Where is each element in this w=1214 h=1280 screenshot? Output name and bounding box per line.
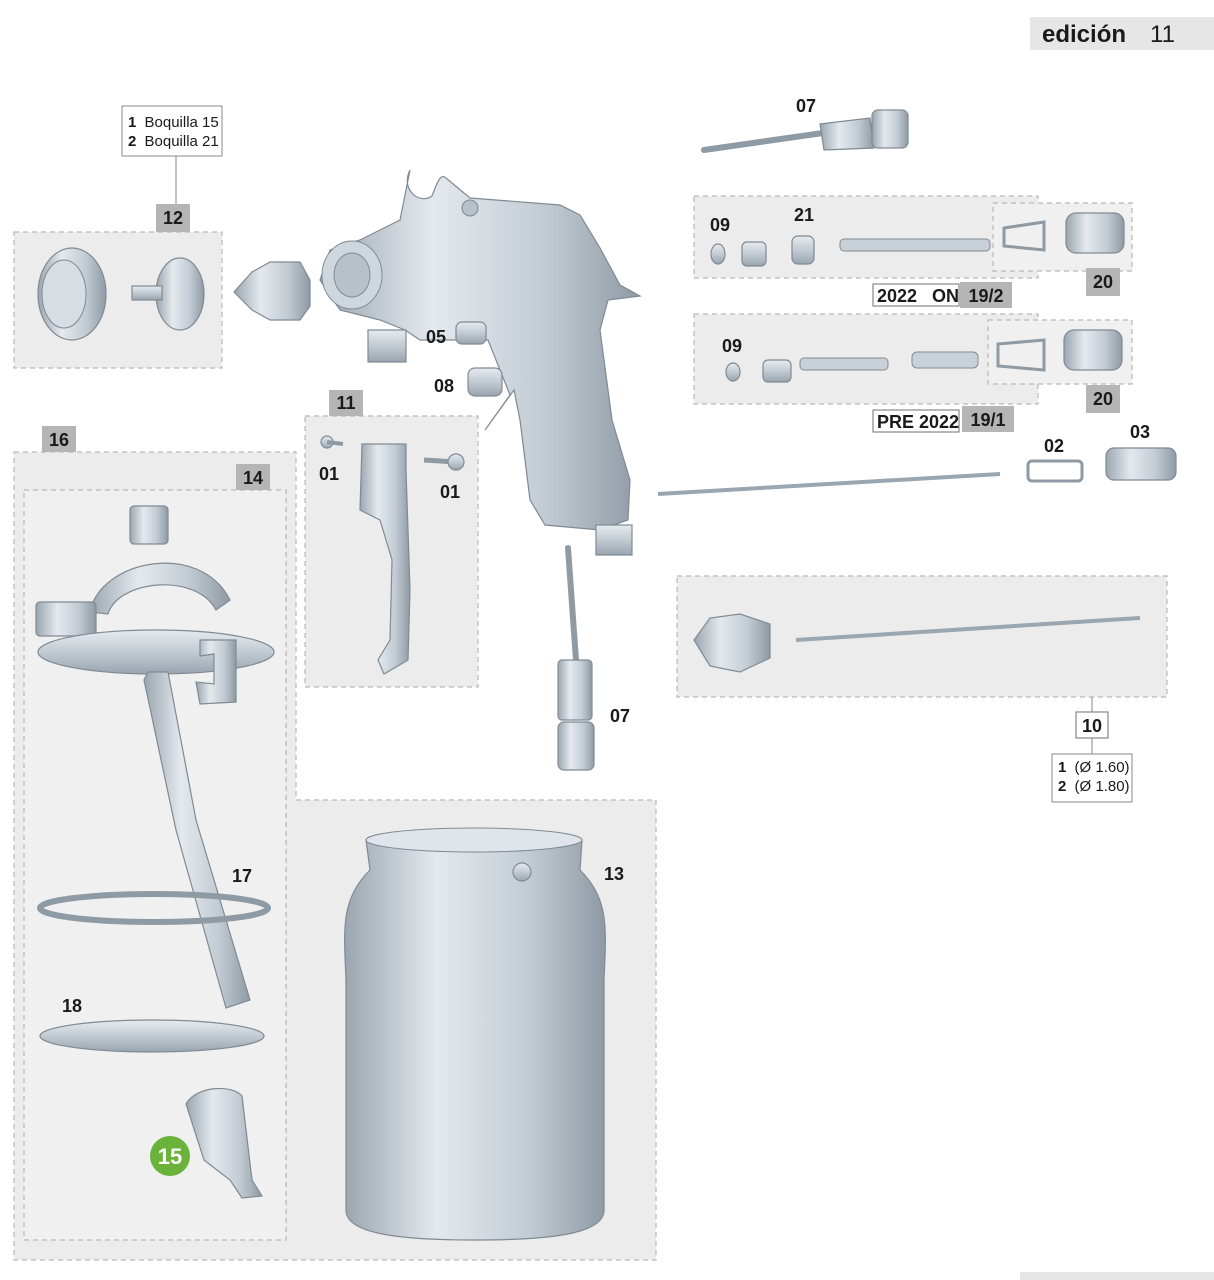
spray-gun-body: [319, 169, 642, 556]
label-01-b: 01: [440, 482, 460, 502]
label-02: 02: [1044, 436, 1064, 456]
version-pre-2022-text: PRE 2022: [877, 412, 959, 432]
nozzle-option-2: 2 Boquilla 21: [128, 133, 219, 150]
part-19-1-spring: [996, 338, 1046, 372]
tag-14: [236, 464, 270, 490]
part-19-2-spring: [1002, 220, 1046, 252]
edition-number: 11: [1150, 21, 1175, 48]
part-15: [185, 1087, 264, 1199]
label-05: 05: [426, 327, 446, 347]
tag-20-a: [1086, 268, 1120, 296]
label-01-a: 01: [319, 464, 339, 484]
tag-10-text: 10: [1082, 716, 1102, 736]
tag-11-text: 11: [336, 393, 355, 413]
footer-bar: [1020, 1272, 1214, 1280]
tag-20-b: [1086, 385, 1120, 413]
tip-option-2: 2 (Ø 1.80): [1058, 778, 1130, 795]
tag-12-text: 12: [163, 208, 183, 228]
needle: [657, 472, 1001, 496]
part-10-nozzle: [693, 613, 771, 673]
part-17-gasket: [37, 891, 271, 925]
label-07-bottom: 07: [610, 706, 630, 726]
code-19-1-box: [962, 406, 1014, 432]
label-17: 17: [232, 866, 252, 886]
tag-11: [329, 390, 363, 416]
tag-16-text: 16: [49, 430, 69, 450]
part-19-2-rod: [839, 238, 991, 252]
air-cap: [155, 257, 205, 331]
code-19-2-text: 19/2: [968, 286, 1003, 306]
label-09-b: 09: [722, 336, 742, 356]
label-07-top: 07: [796, 96, 816, 116]
part-19-1-rod-a: [799, 357, 889, 371]
part-07-bottom: [557, 545, 595, 771]
trigger: [359, 443, 411, 675]
label-21: 21: [794, 205, 814, 225]
version-2022-on-box: [872, 283, 960, 307]
label-03: 03: [1130, 422, 1150, 442]
nozzle-option-1: 1 Boquilla 15: [128, 114, 219, 131]
highlight-15-badge: [150, 1136, 190, 1176]
tag-12: [156, 204, 190, 232]
part-18-filter: [39, 1019, 265, 1053]
part-09-b-bush: [762, 359, 792, 383]
version-2022-on-text: 2022 ON: [877, 286, 959, 306]
tip-options-box: [1051, 753, 1133, 803]
tag-10: [1075, 711, 1109, 739]
label-15: 15: [158, 1144, 182, 1169]
code-19-1-text: 19/1: [970, 410, 1005, 430]
label-13: 13: [604, 864, 624, 884]
label-08: 08: [434, 376, 454, 396]
part-14-lid: [35, 505, 275, 1009]
part-10-needle: [795, 616, 1141, 642]
part-09-a-bush: [741, 241, 767, 267]
part-08: [467, 367, 503, 397]
air-cap-horn: [131, 285, 163, 301]
version-pre-2022-box: [872, 409, 960, 433]
label-18: 18: [62, 996, 82, 1016]
part-05: [455, 321, 487, 345]
part-21: [791, 235, 815, 265]
part-20-a: [1065, 212, 1125, 254]
part-09-b-ring: [725, 362, 741, 382]
tag-16: [42, 426, 76, 452]
tag-14-text: 14: [243, 468, 263, 488]
edition-badge: [1030, 17, 1214, 50]
part-20-b: [1063, 329, 1123, 371]
edition-word: edición: [1042, 21, 1126, 48]
tag-20-a-text: 20: [1093, 272, 1113, 292]
label-09-a: 09: [710, 215, 730, 235]
part-13-cup: [344, 827, 606, 1241]
part-07-top: [701, 109, 909, 153]
code-19-2-box: [960, 282, 1012, 308]
fluid-nozzle: [233, 261, 311, 321]
tag-20-b-text: 20: [1093, 389, 1113, 409]
part-02-spring: [1026, 459, 1084, 483]
nozzle-options-box: [121, 105, 223, 157]
part-09-a-ring: [710, 243, 726, 265]
tip-option-1: 1 (Ø 1.60): [1058, 759, 1130, 776]
part-03-knob: [1105, 447, 1177, 481]
part-19-1-rod-b: [911, 351, 979, 369]
